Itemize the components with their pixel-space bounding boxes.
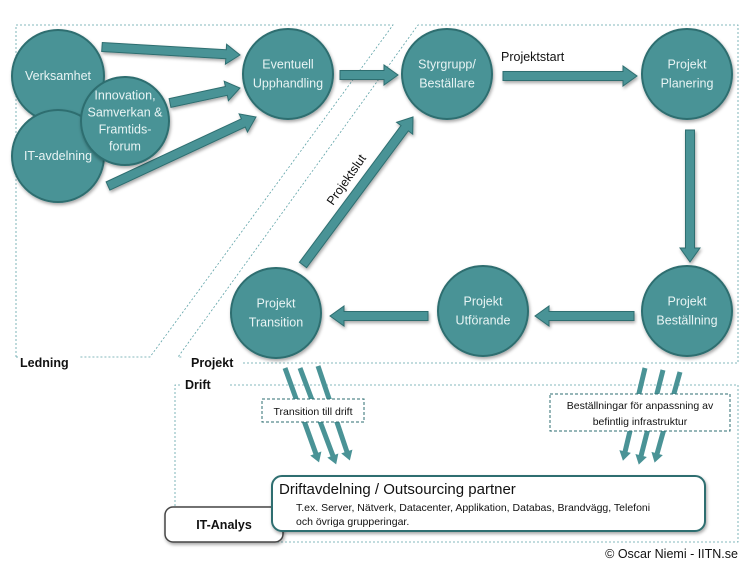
node-it-avdelning: IT-avdelning xyxy=(11,109,105,203)
node-circle xyxy=(242,28,334,120)
node-label: Projekt xyxy=(668,295,707,309)
node-label: Framtids- xyxy=(99,123,152,137)
slant-arrow-transition-3-head xyxy=(341,449,353,461)
node-label: forum xyxy=(109,140,141,154)
it-analys-label: IT-Analys xyxy=(196,518,252,532)
node-label: Innovation, xyxy=(94,89,155,103)
node-circle xyxy=(641,265,733,357)
node-verksamhet: Verksamhet xyxy=(11,29,105,123)
node-label: Projekt xyxy=(257,297,296,311)
it-analys-box: IT-Analys xyxy=(164,506,284,543)
arrow-innovation-to-upphandling xyxy=(168,80,241,108)
slant-arrow-bestallning-2-head xyxy=(635,454,647,465)
arrow-projektstart xyxy=(502,65,638,87)
label-projektstart: Projektstart xyxy=(501,50,565,64)
node-innovation: Innovation, Samverkan & Framtids-forum xyxy=(80,76,170,166)
drift-box-line-1: T.ex. Server, Nätverk, Datacenter, Appli… xyxy=(296,502,650,514)
node-label: Utförande xyxy=(456,314,511,328)
node-label: Verksamhet xyxy=(25,69,92,83)
region-label-drift: Drift xyxy=(185,378,212,392)
node-label: Projekt xyxy=(668,58,707,72)
svg-text:Transition till drift: Transition till drift xyxy=(274,406,353,418)
drift-box-title: Driftavdelning / Outsourcing partner xyxy=(279,481,516,498)
arrow-utforande-to-transition xyxy=(329,305,429,327)
region-label-ledning: Ledning xyxy=(20,356,69,370)
node-label: Transition xyxy=(249,316,303,330)
svg-text:befintlig infrastruktur: befintlig infrastruktur xyxy=(593,416,688,428)
slant-arrow-bestallning-1-head xyxy=(619,450,631,461)
arrow-it-to-upphandling xyxy=(105,113,257,191)
copyright-credit: © Oscar Niemi - IITN.se xyxy=(605,547,738,561)
arrow-planering-to-bestallning xyxy=(679,129,701,263)
svg-text:Beställningar för anpassning a: Beställningar för anpassning av xyxy=(567,400,714,412)
node-label: Eventuell xyxy=(262,58,313,72)
node-circle xyxy=(80,76,170,166)
node-label: Samverkan & xyxy=(87,106,163,120)
node-circle xyxy=(437,265,529,357)
drift-partner-box: Driftavdelning / Outsourcing partner T.e… xyxy=(271,475,706,532)
arrow-upphandling-to-styrgrupp xyxy=(339,64,399,86)
node-label: Projekt xyxy=(464,295,503,309)
node-circle xyxy=(401,28,493,120)
arrow-verksamhet-to-upphandling xyxy=(101,41,241,66)
node-styrgrupp: Styrgrupp/Beställare xyxy=(401,28,493,120)
callout-transition-till-drift: Transition till drift xyxy=(261,398,365,423)
node-circle xyxy=(230,267,322,359)
slant-arrow-bestallning-3-head xyxy=(651,451,663,463)
callout-bestallningar: Beställningar för anpassning av befintli… xyxy=(549,393,731,432)
region-drift xyxy=(174,384,739,543)
drift-box-line-2: och övriga grupperingar. xyxy=(296,516,409,528)
node-label: Styrgrupp/ xyxy=(418,58,476,72)
slant-arrow-transition-1-head xyxy=(310,451,322,463)
region-projekt xyxy=(177,24,739,364)
slant-arrow-transition-2-head xyxy=(327,453,339,465)
arrow-projektslut xyxy=(298,116,414,269)
region-label-projekt: Projekt xyxy=(191,356,234,370)
node-label: Planering xyxy=(661,77,714,91)
node-label: Upphandling xyxy=(253,77,323,91)
node-label: IT-avdelning xyxy=(24,149,92,163)
node-label: Beställare xyxy=(419,77,475,91)
node-circle xyxy=(641,28,733,120)
node-label: Beställning xyxy=(656,314,717,328)
arrow-bestallning-to-utforande xyxy=(534,305,635,327)
